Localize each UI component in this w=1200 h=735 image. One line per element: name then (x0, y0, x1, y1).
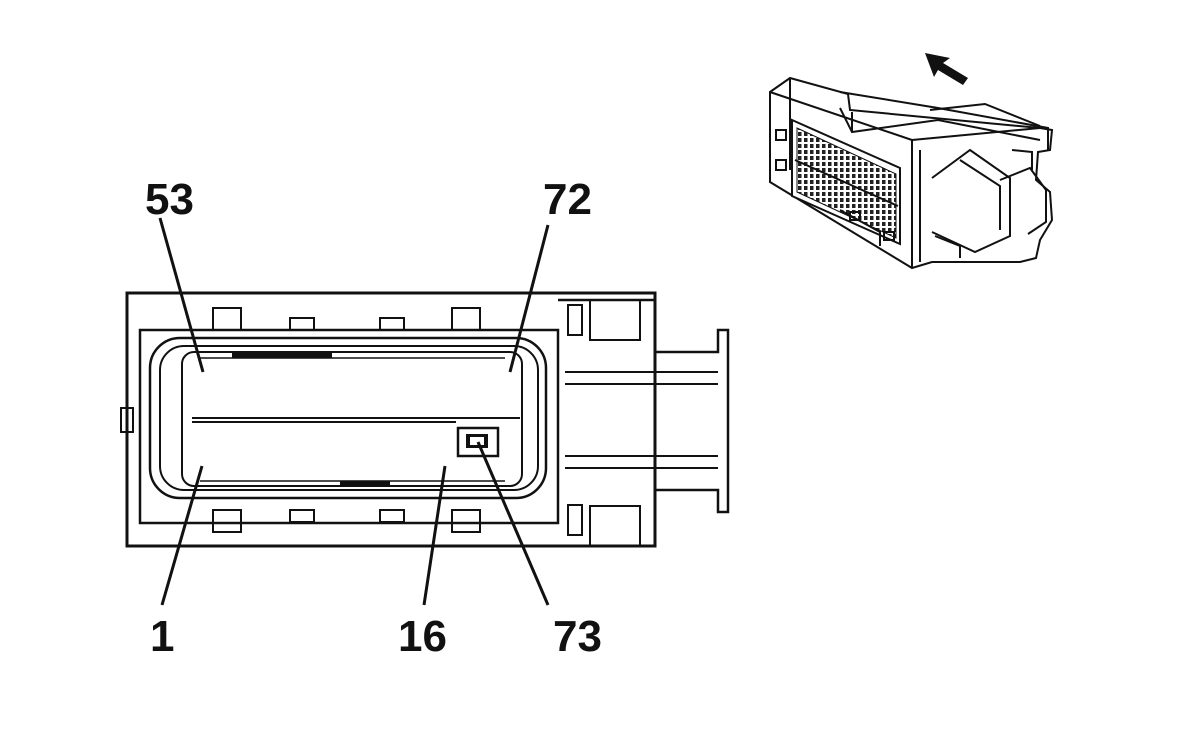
pin-grid-upper (196, 366, 516, 414)
pin-grid-lower (196, 426, 452, 476)
housing-outer (125, 291, 657, 548)
leader-72 (508, 224, 550, 373)
pin-label-1: 1 (150, 612, 174, 661)
arrow-icon (925, 53, 968, 85)
rear-latch (558, 298, 730, 548)
connector-isometric-view (769, 53, 1054, 270)
pin-label-72: 72 (543, 175, 592, 224)
pin-label-53: 53 (145, 175, 194, 224)
leader-53 (158, 217, 205, 373)
housing-inner (138, 328, 560, 525)
pin-shroud (148, 336, 548, 500)
pin-label-73: 73 (553, 612, 602, 661)
leader-16 (422, 465, 447, 606)
connector-face-view (120, 291, 730, 548)
pin-73-socket (456, 426, 500, 458)
leader-lines (158, 217, 550, 606)
leader-1 (160, 465, 204, 606)
leader-73 (476, 441, 550, 606)
pin-label-16: 16 (398, 612, 447, 661)
